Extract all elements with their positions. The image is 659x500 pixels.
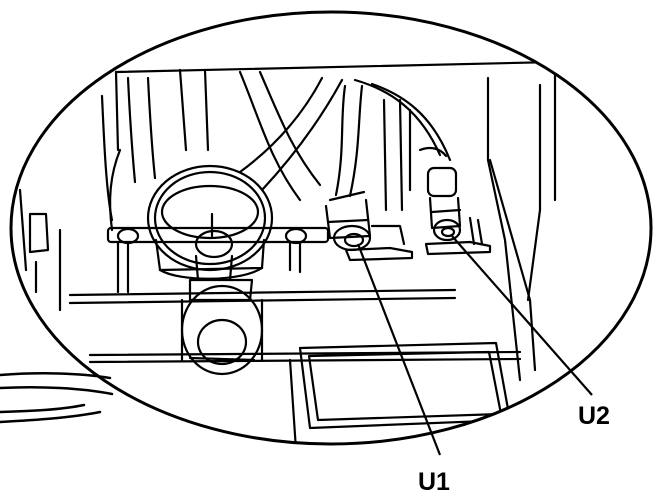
outside-tank-part: [0, 372, 114, 424]
callout-u1-label: U1: [418, 468, 450, 496]
leader-lines: [356, 235, 593, 456]
left-side-clip: [18, 188, 50, 294]
callout-u2-label: U2: [578, 402, 610, 430]
fitting-u2: [418, 146, 492, 256]
fitting-u1: [324, 190, 414, 262]
inner-panel: [298, 341, 512, 430]
magnifier-outline: [9, 10, 653, 446]
valve-assembly: [106, 164, 330, 376]
pipe-bundle: [100, 68, 452, 232]
housing-frame: [58, 60, 557, 444]
